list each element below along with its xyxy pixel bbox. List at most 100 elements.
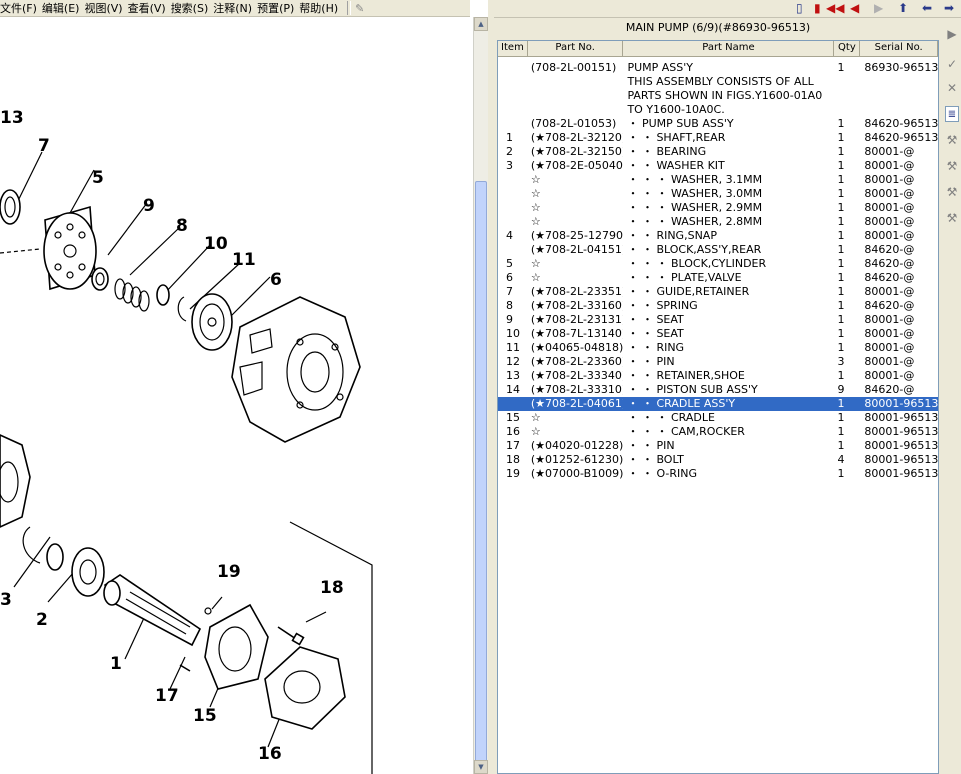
row-serial-no <box>860 75 938 89</box>
callout-8: 8 <box>176 216 188 236</box>
column-header-serial-no[interactable]: Serial No. <box>860 41 938 56</box>
row-serial-no: 80001-@ <box>864 145 915 158</box>
menu-preset[interactable]: 预置(P) <box>257 2 295 15</box>
column-header-part-no[interactable]: Part No. <box>528 41 624 56</box>
close-icon[interactable]: ✕ <box>946 81 958 95</box>
row-part-name: ・ ・ SHAFT,REAR <box>627 131 726 144</box>
table-row[interactable]: PARTS SHOWN IN FIGS.Y1600-01A0 <box>498 89 938 103</box>
row-item: 7 <box>506 285 513 298</box>
next-icon[interactable]: ▶ <box>874 1 884 15</box>
callout-7: 7 <box>38 136 50 156</box>
row-part-no <box>528 103 624 117</box>
row-part-name: ・ ・ GUIDE,RETAINER <box>627 285 750 298</box>
row-part-name: ・ ・ ・ WASHER, 2.8MM <box>627 215 763 228</box>
row-serial-no: 84620-@ <box>864 257 915 270</box>
up-icon[interactable]: ⬆ <box>898 1 909 15</box>
check-icon[interactable]: ✓ <box>946 57 958 71</box>
row-serial-no: 80001-@ <box>864 313 915 326</box>
row-qty: 1 <box>837 411 845 424</box>
row-part-name: PARTS SHOWN IN FIGS.Y1600-01A0 <box>627 89 823 102</box>
tool-icon[interactable]: ⚒ <box>946 133 958 147</box>
book-icon[interactable]: ▯ <box>796 1 803 15</box>
scroll-up-button[interactable]: ▲ <box>474 17 488 31</box>
back-icon[interactable]: ⬅ <box>922 1 933 15</box>
nav-toolbar: ▯ ▮ ◀◀ ◀ ▶ ⬆ ⬅ ➡ <box>494 0 961 18</box>
table-row[interactable]: TO Y1600-10A0C. <box>498 103 938 117</box>
column-header-item[interactable]: Item <box>498 41 528 56</box>
tool-icon[interactable]: ⚒ <box>946 185 958 199</box>
part-pin <box>179 664 191 672</box>
row-serial-no: 80001-@ <box>864 159 915 172</box>
tool-icon[interactable]: ⚒ <box>946 211 958 225</box>
pin-icon[interactable]: ✎ <box>355 1 365 15</box>
part-snap-ring <box>22 526 41 564</box>
column-header-qty[interactable]: Qty <box>834 41 861 56</box>
tool-icon[interactable]: ⚒ <box>946 159 958 173</box>
drawing-pane[interactable]: 13 7 5 9 8 10 11 6 3 2 1 19 18 17 15 16 <box>0 17 473 774</box>
arrow-right-icon[interactable]: ▶ <box>947 27 957 41</box>
row-part-no: ☆ <box>530 173 541 186</box>
row-part-no: (★708-2L-33310) <box>530 383 624 396</box>
menu-edit[interactable]: 编辑(E) <box>41 2 80 15</box>
first-icon[interactable]: ◀◀ <box>826 1 845 15</box>
forward-icon[interactable]: ➡ <box>944 1 955 15</box>
row-serial-no: 80001-96513 <box>864 439 938 452</box>
table-row[interactable]: THIS ASSEMBLY CONSISTS OF ALL <box>498 75 938 89</box>
menu-help[interactable]: 帮助(H) <box>299 2 339 15</box>
row-item: 11 <box>506 341 520 354</box>
row-part-name: ・ ・ ・ CAM,ROCKER <box>627 425 745 438</box>
book-red-icon[interactable]: ▮ <box>814 1 821 15</box>
pane-splitter[interactable] <box>488 0 494 774</box>
row-part-name: ・ ・ BEARING <box>627 145 707 158</box>
menu-look[interactable]: 查看(V) <box>127 2 166 15</box>
row-item: 3 <box>506 159 513 172</box>
row-qty: 1 <box>837 61 845 74</box>
menu-view[interactable]: 视图(V) <box>84 2 123 15</box>
row-part-no: (★708-2L-23351) <box>530 285 624 298</box>
menu-search[interactable]: 搜索(S) <box>170 2 209 15</box>
row-qty <box>834 103 860 117</box>
row-qty: 1 <box>837 243 845 256</box>
scroll-down-button[interactable]: ▼ <box>474 760 488 774</box>
list-icon[interactable]: ≣ <box>945 106 959 122</box>
parts-list[interactable]: Item Part No. Part Name Qty Serial No. (… <box>497 40 939 774</box>
menu-annotate[interactable]: 注释(N) <box>213 2 253 15</box>
prev-icon[interactable]: ◀ <box>850 1 860 15</box>
row-serial-no <box>860 103 938 117</box>
row-part-no: (★708-2L-23360) <box>530 355 624 368</box>
row-item: 14 <box>506 383 520 396</box>
row-item <box>498 397 528 411</box>
menu-file[interactable]: 文件(F) <box>0 2 37 15</box>
row-part-no: (★708-7L-13140) <box>530 327 624 340</box>
drawing-scrollbar[interactable]: ▲ ▼ <box>473 17 488 774</box>
scroll-thumb[interactable] <box>475 181 487 771</box>
column-header-part-name[interactable]: Part Name <box>623 41 835 56</box>
